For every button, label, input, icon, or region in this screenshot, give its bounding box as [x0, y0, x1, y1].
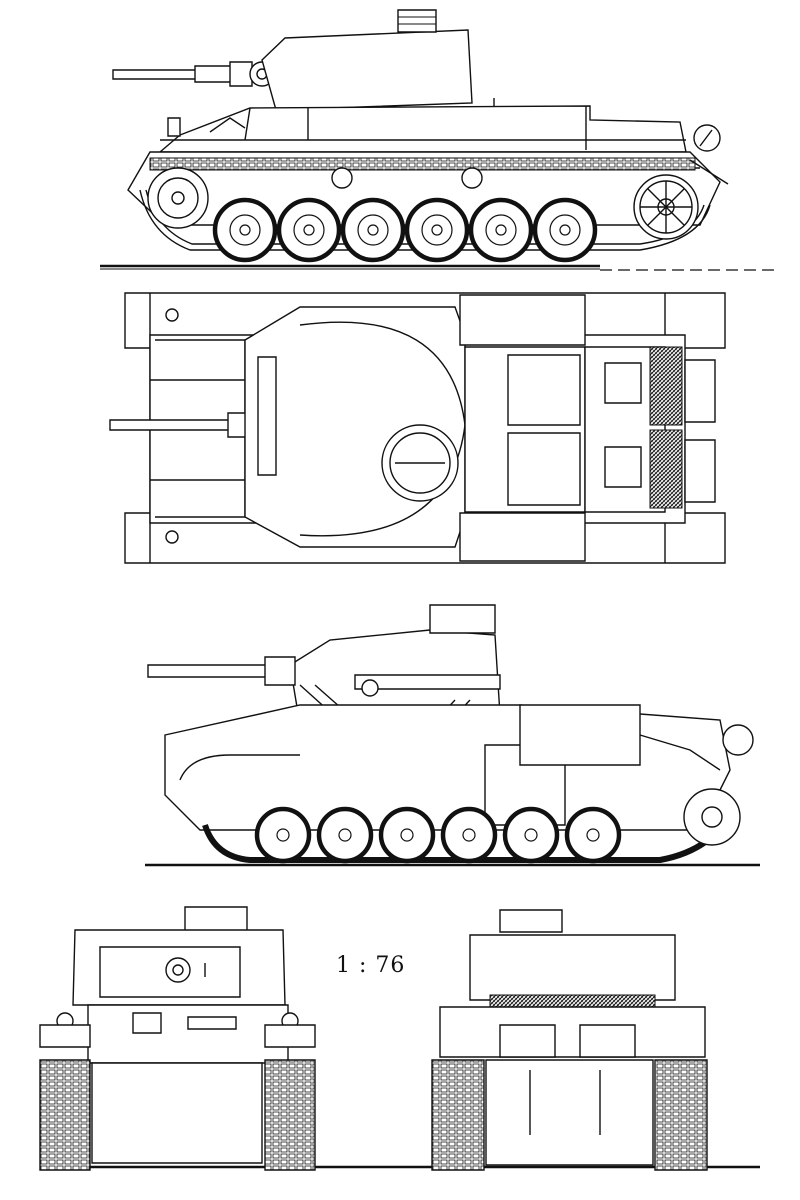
scale-label: 1 : 76 — [336, 953, 406, 978]
turret — [262, 10, 472, 110]
main-gun — [113, 62, 274, 86]
track-left — [40, 1060, 90, 1170]
drive-sprocket — [148, 168, 208, 228]
turret-cutaway — [148, 605, 500, 725]
side-elevation-view — [0, 0, 800, 285]
track-right — [655, 1060, 707, 1170]
return-roller — [332, 168, 352, 188]
road-wheels — [215, 200, 595, 260]
stowage-drum — [723, 725, 753, 755]
tow-cable — [690, 160, 728, 184]
hull-cutaway — [165, 705, 730, 830]
stowage-box — [460, 513, 585, 561]
stowage-box — [460, 295, 585, 345]
return-roller — [462, 168, 482, 188]
engine-deck — [465, 347, 715, 512]
turret-top — [245, 307, 465, 547]
plan-view — [0, 285, 800, 575]
rear-view — [432, 910, 707, 1170]
track-left — [432, 1060, 484, 1170]
track-top — [150, 158, 695, 170]
front-view — [40, 907, 315, 1170]
idler-wheel — [634, 175, 698, 239]
front-rear-views — [0, 895, 800, 1200]
road-wheels-cutaway — [257, 809, 619, 861]
track-right — [265, 1060, 315, 1170]
cutaway-view — [0, 595, 800, 885]
idler-wheel — [684, 789, 740, 845]
superstructure — [160, 98, 720, 152]
